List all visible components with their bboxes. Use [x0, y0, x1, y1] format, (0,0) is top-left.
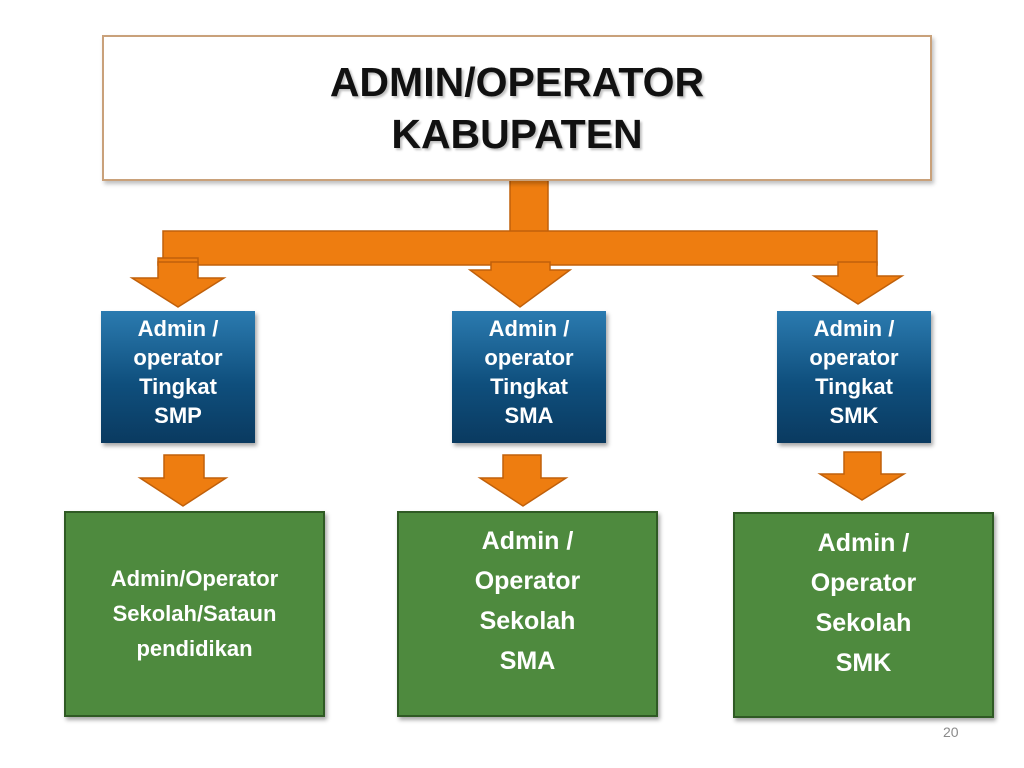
- top-box-line-2: KABUPATEN: [391, 111, 643, 157]
- arrow-down-smp: [129, 261, 227, 308]
- box-admin-sma: Admin / operator Tingkat SMA: [452, 311, 606, 443]
- top-box-admin-kabupaten: ADMIN/OPERATOR KABUPATEN: [102, 35, 932, 181]
- box-text-line: Operator: [810, 569, 917, 597]
- box-admin-smk: Admin / operator Tingkat SMK: [777, 311, 931, 443]
- horizontal-branch-bar: [162, 230, 878, 266]
- box-text-line: Tingkat: [490, 374, 568, 399]
- box-text-line: Operator: [474, 567, 581, 595]
- box-text-line: Sekolah: [815, 609, 912, 637]
- box-text-line: Admin /: [481, 527, 574, 555]
- box-text-line: operator: [809, 345, 899, 370]
- box-admin-smp: Admin / operator Tingkat SMP: [101, 311, 255, 443]
- box-operator-sekolah-smp: Admin/Operator Sekolah/Sataun pendidikan: [64, 511, 325, 717]
- arrow-down-smp-school: [137, 454, 229, 507]
- box-text-line: pendidikan: [136, 636, 253, 661]
- box-text-line: SMA: [504, 403, 554, 428]
- arrow-down-smk: [811, 261, 905, 305]
- box-text-line: Sekolah/Sataun: [112, 601, 277, 626]
- top-stem-arrow: [509, 177, 549, 233]
- box-text-line: Admin /: [488, 316, 570, 341]
- arrow-down-sma: [467, 261, 573, 308]
- box-text-line: Tingkat: [815, 374, 893, 399]
- box-text-line: SMA: [499, 647, 556, 675]
- box-text-line: SMK: [835, 649, 892, 677]
- box-text-line: SMK: [829, 403, 879, 428]
- page-number: 20: [943, 724, 959, 740]
- box-operator-sekolah-sma: Admin / Operator Sekolah SMA: [397, 511, 658, 717]
- box-text-line: Admin/Operator: [110, 566, 279, 591]
- box-text-line: Admin /: [813, 316, 895, 341]
- box-text-line: Tingkat: [139, 374, 217, 399]
- box-text-line: Sekolah: [479, 607, 576, 635]
- box-text-line: Admin /: [137, 316, 219, 341]
- box-operator-sekolah-smk: Admin / Operator Sekolah SMK: [733, 512, 994, 718]
- box-text-line: Admin /: [817, 529, 910, 557]
- top-box-line-1: ADMIN/OPERATOR: [329, 59, 705, 105]
- box-text-line: SMP: [154, 403, 202, 428]
- box-text-line: operator: [133, 345, 223, 370]
- arrow-down-sma-school: [477, 454, 569, 507]
- arrow-down-smk-school: [817, 451, 907, 501]
- box-text-line: operator: [484, 345, 574, 370]
